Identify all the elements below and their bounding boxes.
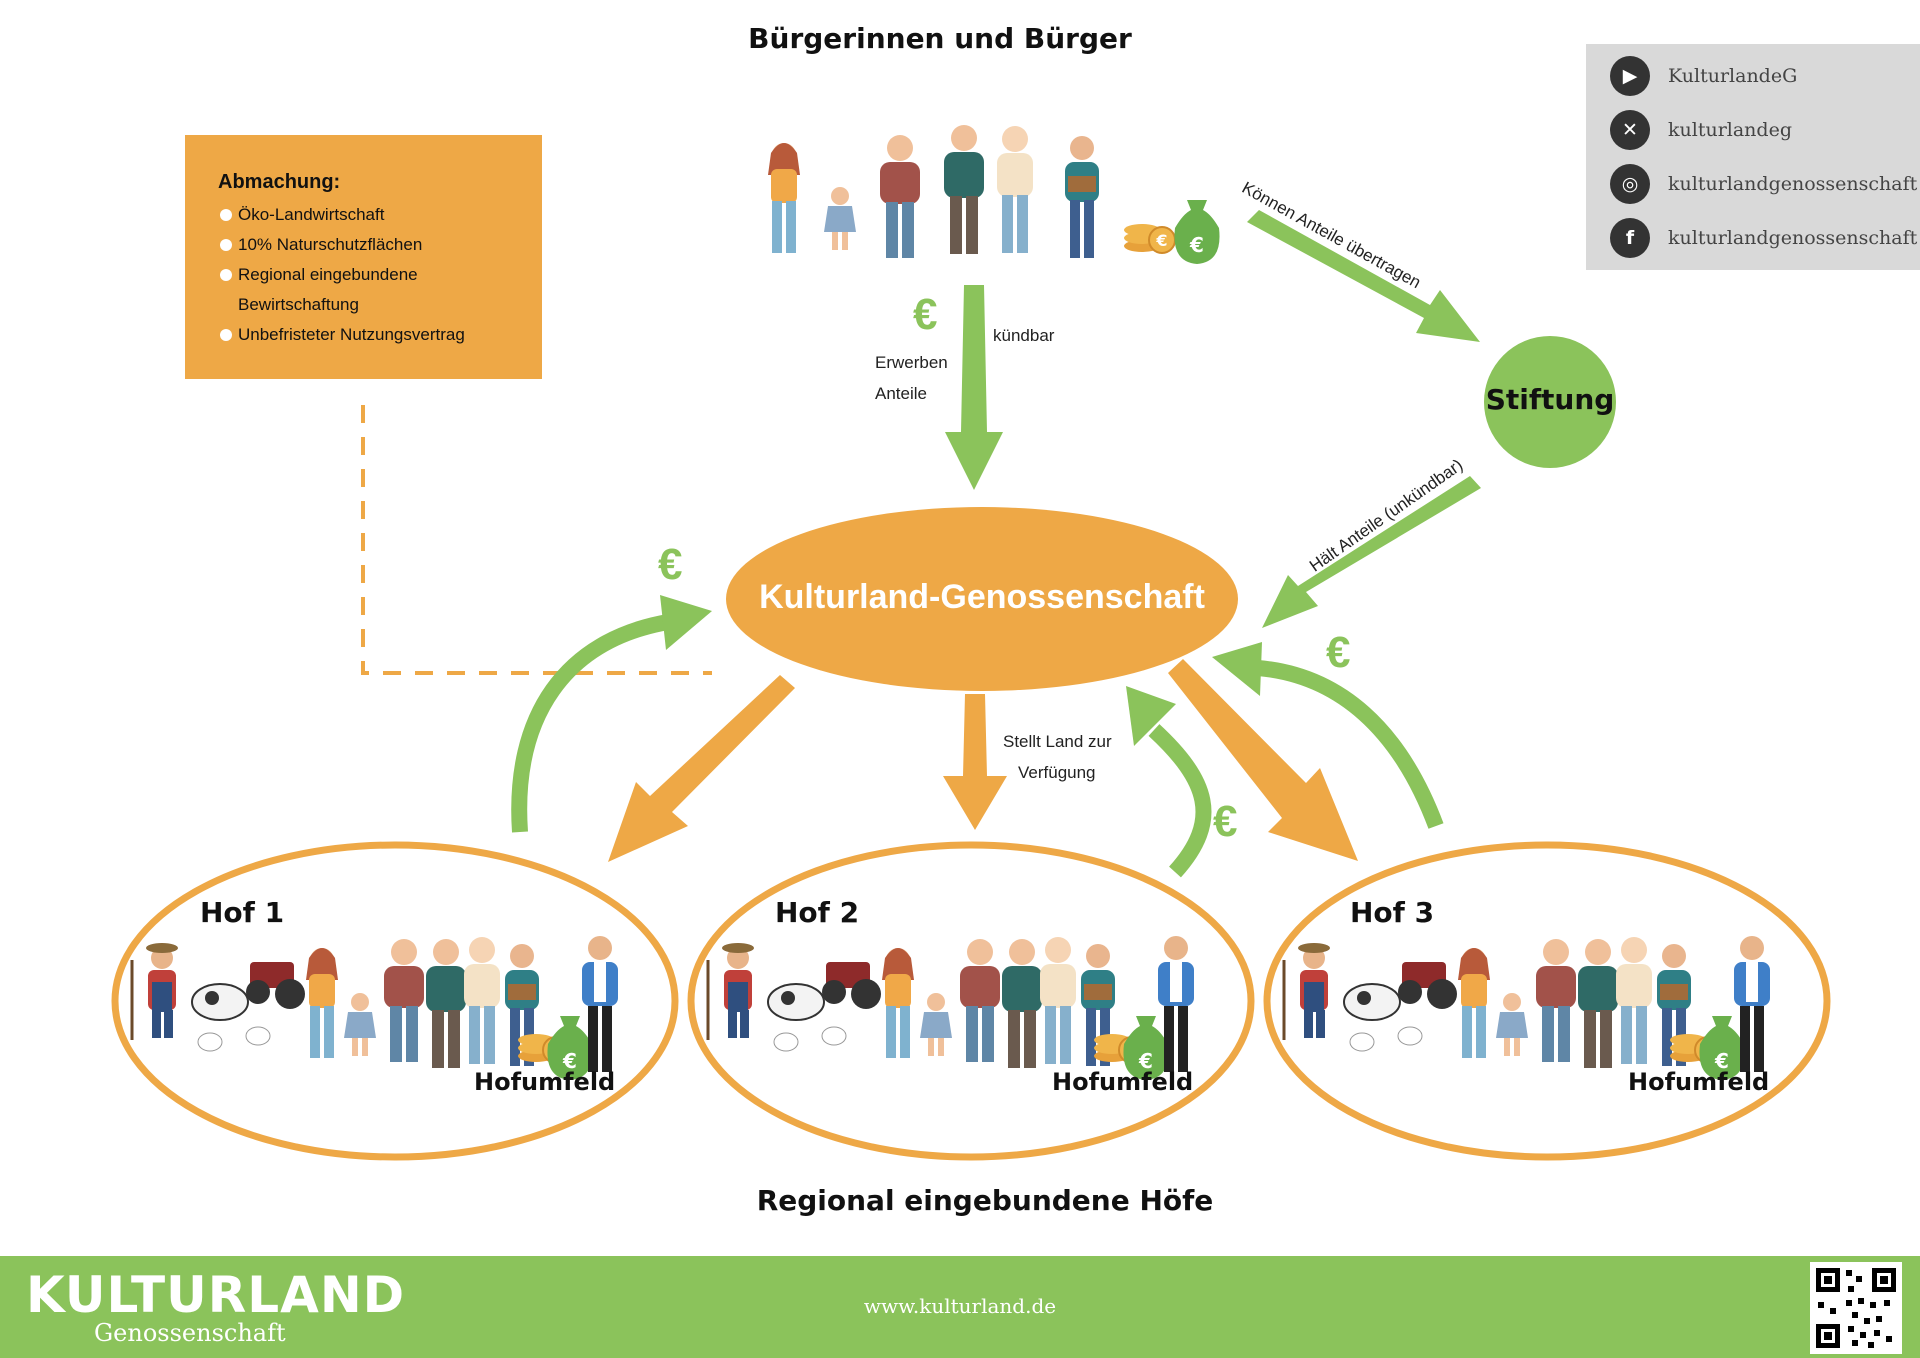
brand-logo: KULTURLAND xyxy=(26,1266,406,1324)
hof1-title: Hof 1 xyxy=(200,896,285,929)
footer-bar xyxy=(0,1256,1920,1358)
qr-code-icon xyxy=(1810,1262,1902,1354)
euro-symbol: € xyxy=(1326,628,1351,677)
hof2-node xyxy=(687,841,1255,1161)
foundation-label: Stiftung xyxy=(1485,383,1615,416)
euro-symbol: € xyxy=(913,290,938,339)
arrow-hof2-to-cooperative xyxy=(1126,686,1212,878)
label-cancelable: kündbar xyxy=(993,326,1055,345)
cooperative-node xyxy=(726,507,1238,691)
arrow-cooperative-to-hof1 xyxy=(608,675,795,862)
arrow-hof1-to-cooperative xyxy=(511,595,712,833)
agreement-item: 10% Naturschutzflächen xyxy=(218,230,522,260)
label-buy-shares-2: Anteile xyxy=(875,384,927,403)
hof1-surroundings: Hofumfeld xyxy=(474,1068,616,1096)
agreement-item: Öko-Landwirtschaft xyxy=(218,200,522,230)
youtube-icon: ▶ xyxy=(1610,56,1650,96)
arrow-cooperative-to-hof2 xyxy=(943,694,1007,830)
social-label: kulturlandgenossenschaft xyxy=(1668,173,1918,195)
facebook-icon: f xyxy=(1610,218,1650,258)
arrow-hof3-to-cooperative xyxy=(1212,642,1444,829)
social-instagram[interactable]: ◎ kulturlandgenossenschaft xyxy=(1610,162,1917,206)
euro-symbol: € xyxy=(1213,797,1238,846)
citizens-title: Bürgerinnen und Bürger xyxy=(748,22,1132,55)
hof3-node xyxy=(1263,841,1831,1161)
agreement-connector xyxy=(361,405,712,675)
regional-farms-title: Regional eingebundene Höfe xyxy=(756,1184,1214,1217)
agreement-title: Abmachung: xyxy=(218,171,341,193)
euro-symbol: € xyxy=(658,540,683,589)
social-x[interactable]: ✕ kulturlandeg xyxy=(1610,108,1792,152)
social-label: kulturlandgenossenschaft xyxy=(1668,227,1918,249)
arrow-citizens-to-foundation xyxy=(1247,210,1480,342)
instagram-icon: ◎ xyxy=(1610,164,1650,204)
hof1-node xyxy=(111,841,679,1161)
agreement-list: Öko-Landwirtschaft 10% Naturschutzfläche… xyxy=(218,200,522,350)
qr-code-graphic xyxy=(1816,1268,1896,1348)
agreement-item: Regional eingebundene Bewirtschaftung xyxy=(218,260,522,320)
arrow-foundation-to-cooperative xyxy=(1262,476,1481,628)
agreement-item: Unbefristeter Nutzungsvertrag xyxy=(218,320,522,350)
hof2-surroundings: Hofumfeld xyxy=(1052,1068,1194,1096)
brand-subtitle: Genossenschaft xyxy=(94,1319,286,1347)
citizens-illustration xyxy=(768,125,1220,264)
arrow-citizens-to-cooperative xyxy=(945,285,1003,490)
social-youtube[interactable]: ▶ KulturlandeG xyxy=(1610,54,1797,98)
hof3-surroundings: Hofumfeld xyxy=(1628,1068,1770,1096)
social-label: KulturlandeG xyxy=(1668,65,1798,87)
social-facebook[interactable]: f kulturlandgenossenschaft xyxy=(1610,216,1917,260)
hof3-title: Hof 3 xyxy=(1350,896,1435,929)
foundation-node xyxy=(1484,336,1616,468)
cooperative-label: Kulturland-Genossenschaft xyxy=(759,578,1205,616)
social-panel: ▶ KulturlandeG ✕ kulturlandeg ◎ kulturla… xyxy=(1586,44,1920,270)
x-icon: ✕ xyxy=(1610,110,1650,150)
social-label: kulturlandeg xyxy=(1668,119,1792,141)
label-provides-land-1: Stellt Land zur xyxy=(1003,732,1112,751)
arrow-cooperative-to-hof3 xyxy=(1168,659,1358,861)
label-provides-land-2: Verfügung xyxy=(1018,763,1096,782)
hof2-title: Hof 2 xyxy=(775,896,860,929)
label-buy-shares-1: Erwerben xyxy=(875,353,948,372)
website-link[interactable]: www.kulturland.de xyxy=(863,1294,1057,1318)
agreement-box: Abmachung: Öko-Landwirtschaft 10% Naturs… xyxy=(185,135,542,379)
